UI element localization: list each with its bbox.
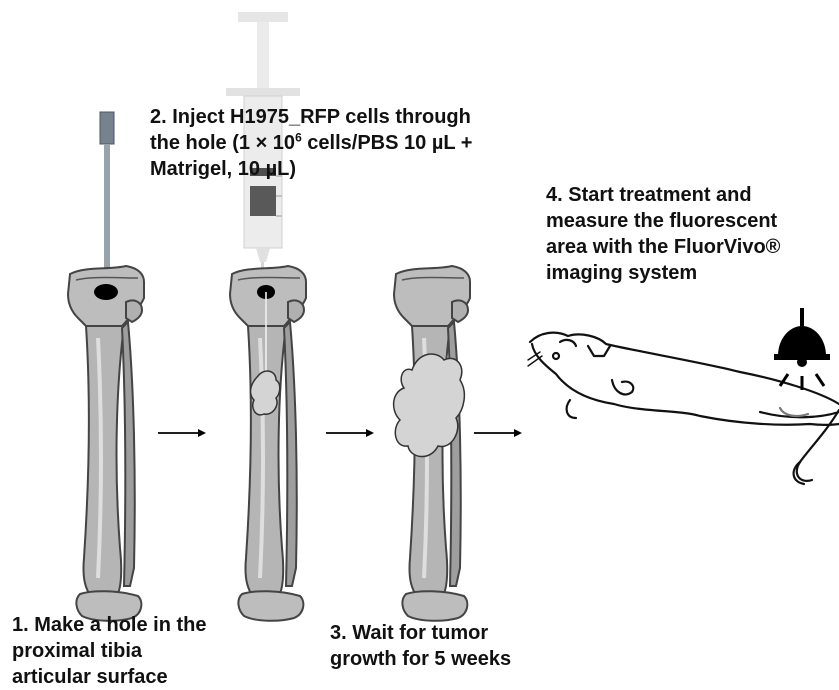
arrow-right-icon [326, 429, 374, 437]
step-4-label: 4. Start treatment and measure the fluor… [546, 182, 780, 286]
step-2-line-1: 2. Inject H1975_RFP cells through [150, 104, 472, 130]
step-1-line-1: 1. Make a hole in the [12, 612, 207, 638]
step-4-line-2: measure the fluorescent [546, 208, 780, 234]
step-4-line-3: area with the FluorVivo® [546, 234, 780, 260]
lamp-icon [774, 308, 830, 390]
tibia-icon [230, 266, 306, 621]
step-2-line-2-post: cells/PBS 10 µL + [302, 132, 473, 154]
step-3-label: 3. Wait for tumor growth for 5 weeks [330, 620, 511, 672]
step-1-line-2: proximal tibia [12, 638, 207, 664]
step-2-line-2: the hole (1 × 106 cells/PBS 10 µL + [150, 130, 472, 156]
step-1-line-3: articular surface [12, 664, 207, 690]
drill-icon [100, 112, 114, 284]
step-3-line-2: growth for 5 weeks [330, 646, 511, 672]
arrow-right-icon [158, 429, 206, 437]
step-2-line-3: Matrigel, 10 µL) [150, 156, 472, 182]
step-3-line-1: 3. Wait for tumor [330, 620, 511, 646]
step-2-exponent: 6 [295, 130, 302, 144]
step-2-line-2-pre: the hole (1 × 10 [150, 132, 295, 154]
step-4-line-4: imaging system [546, 260, 780, 286]
tibia-icon [68, 266, 144, 621]
arrow-right-icon [474, 429, 522, 437]
step-4-line-1: 4. Start treatment and [546, 182, 780, 208]
step-2-label: 2. Inject H1975_RFP cells through the ho… [150, 104, 472, 182]
step-1-label: 1. Make a hole in the proximal tibia art… [12, 612, 207, 690]
